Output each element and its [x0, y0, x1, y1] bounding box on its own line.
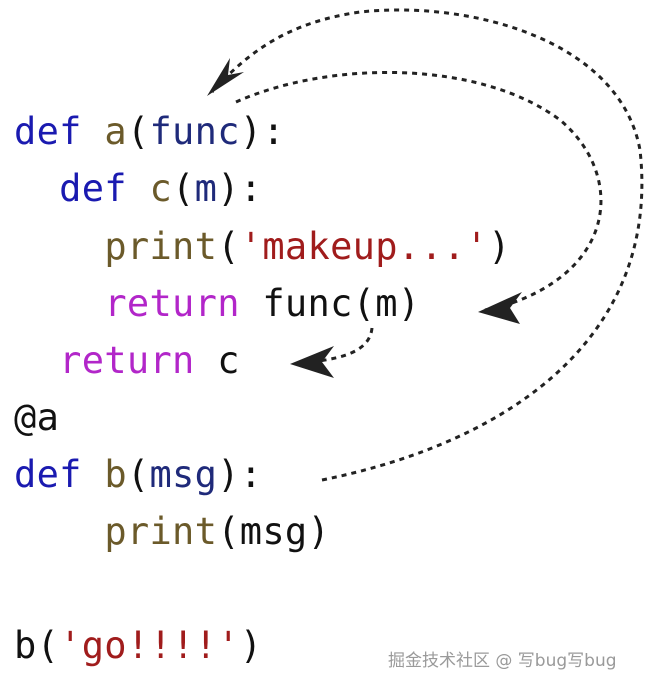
code-token: ): — [217, 167, 263, 210]
code-token: b — [104, 453, 127, 496]
code-line-decorator: @a — [14, 396, 59, 440]
code-token: m — [194, 167, 218, 210]
code-token: 'go!!!!' — [59, 624, 240, 667]
arrowhead-func-icon — [478, 292, 522, 324]
code-token: func(m) — [239, 282, 421, 325]
code-token: def — [14, 453, 82, 496]
code-line-def-b: def b(msg): — [14, 453, 262, 497]
code-line-return-func: return func(m) — [14, 282, 420, 326]
code-token: ( — [126, 453, 150, 496]
code-token: 'makeup...' — [239, 225, 489, 268]
watermark: 掘金技术社区 @ 写bug写bug — [388, 651, 617, 671]
code-token: ): — [217, 453, 263, 496]
code-line-call-b: b('go!!!!') — [14, 624, 262, 668]
code-token: ): — [239, 110, 285, 153]
code-token: b( — [14, 624, 60, 667]
code-token: return — [59, 339, 195, 382]
code-line-print-makeup: print('makeup...') — [14, 225, 511, 269]
code-token: def — [14, 110, 82, 153]
code-token: c — [149, 167, 173, 210]
code-token: ( — [126, 110, 150, 153]
code-token: ( — [217, 225, 240, 268]
code-token: ( — [172, 167, 195, 210]
arrowhead-a-icon — [207, 58, 244, 96]
code-line-print-msg: print(msg) — [14, 510, 330, 554]
code-token: return — [104, 282, 240, 325]
code-token: func — [149, 110, 240, 153]
code-token: ) — [239, 624, 263, 667]
code-line-def-a: def a(func): — [14, 110, 285, 154]
code-token: (msg) — [217, 510, 331, 553]
code-token: a — [104, 110, 127, 153]
code-token: msg — [149, 453, 218, 496]
code-token: print — [104, 225, 218, 268]
code-token: print — [104, 510, 218, 553]
code-token: @a — [14, 396, 60, 439]
arrow-func-to-return — [235, 71, 603, 312]
code-token: ) — [488, 225, 511, 268]
arrowhead-return-c-icon — [290, 346, 334, 378]
code-line-def-c: def c(m): — [14, 167, 262, 211]
arrow-b-to-a — [210, 8, 644, 482]
code-line-return-c: return c — [14, 339, 240, 383]
code-token: c — [194, 339, 240, 382]
code-token: def — [59, 167, 127, 210]
